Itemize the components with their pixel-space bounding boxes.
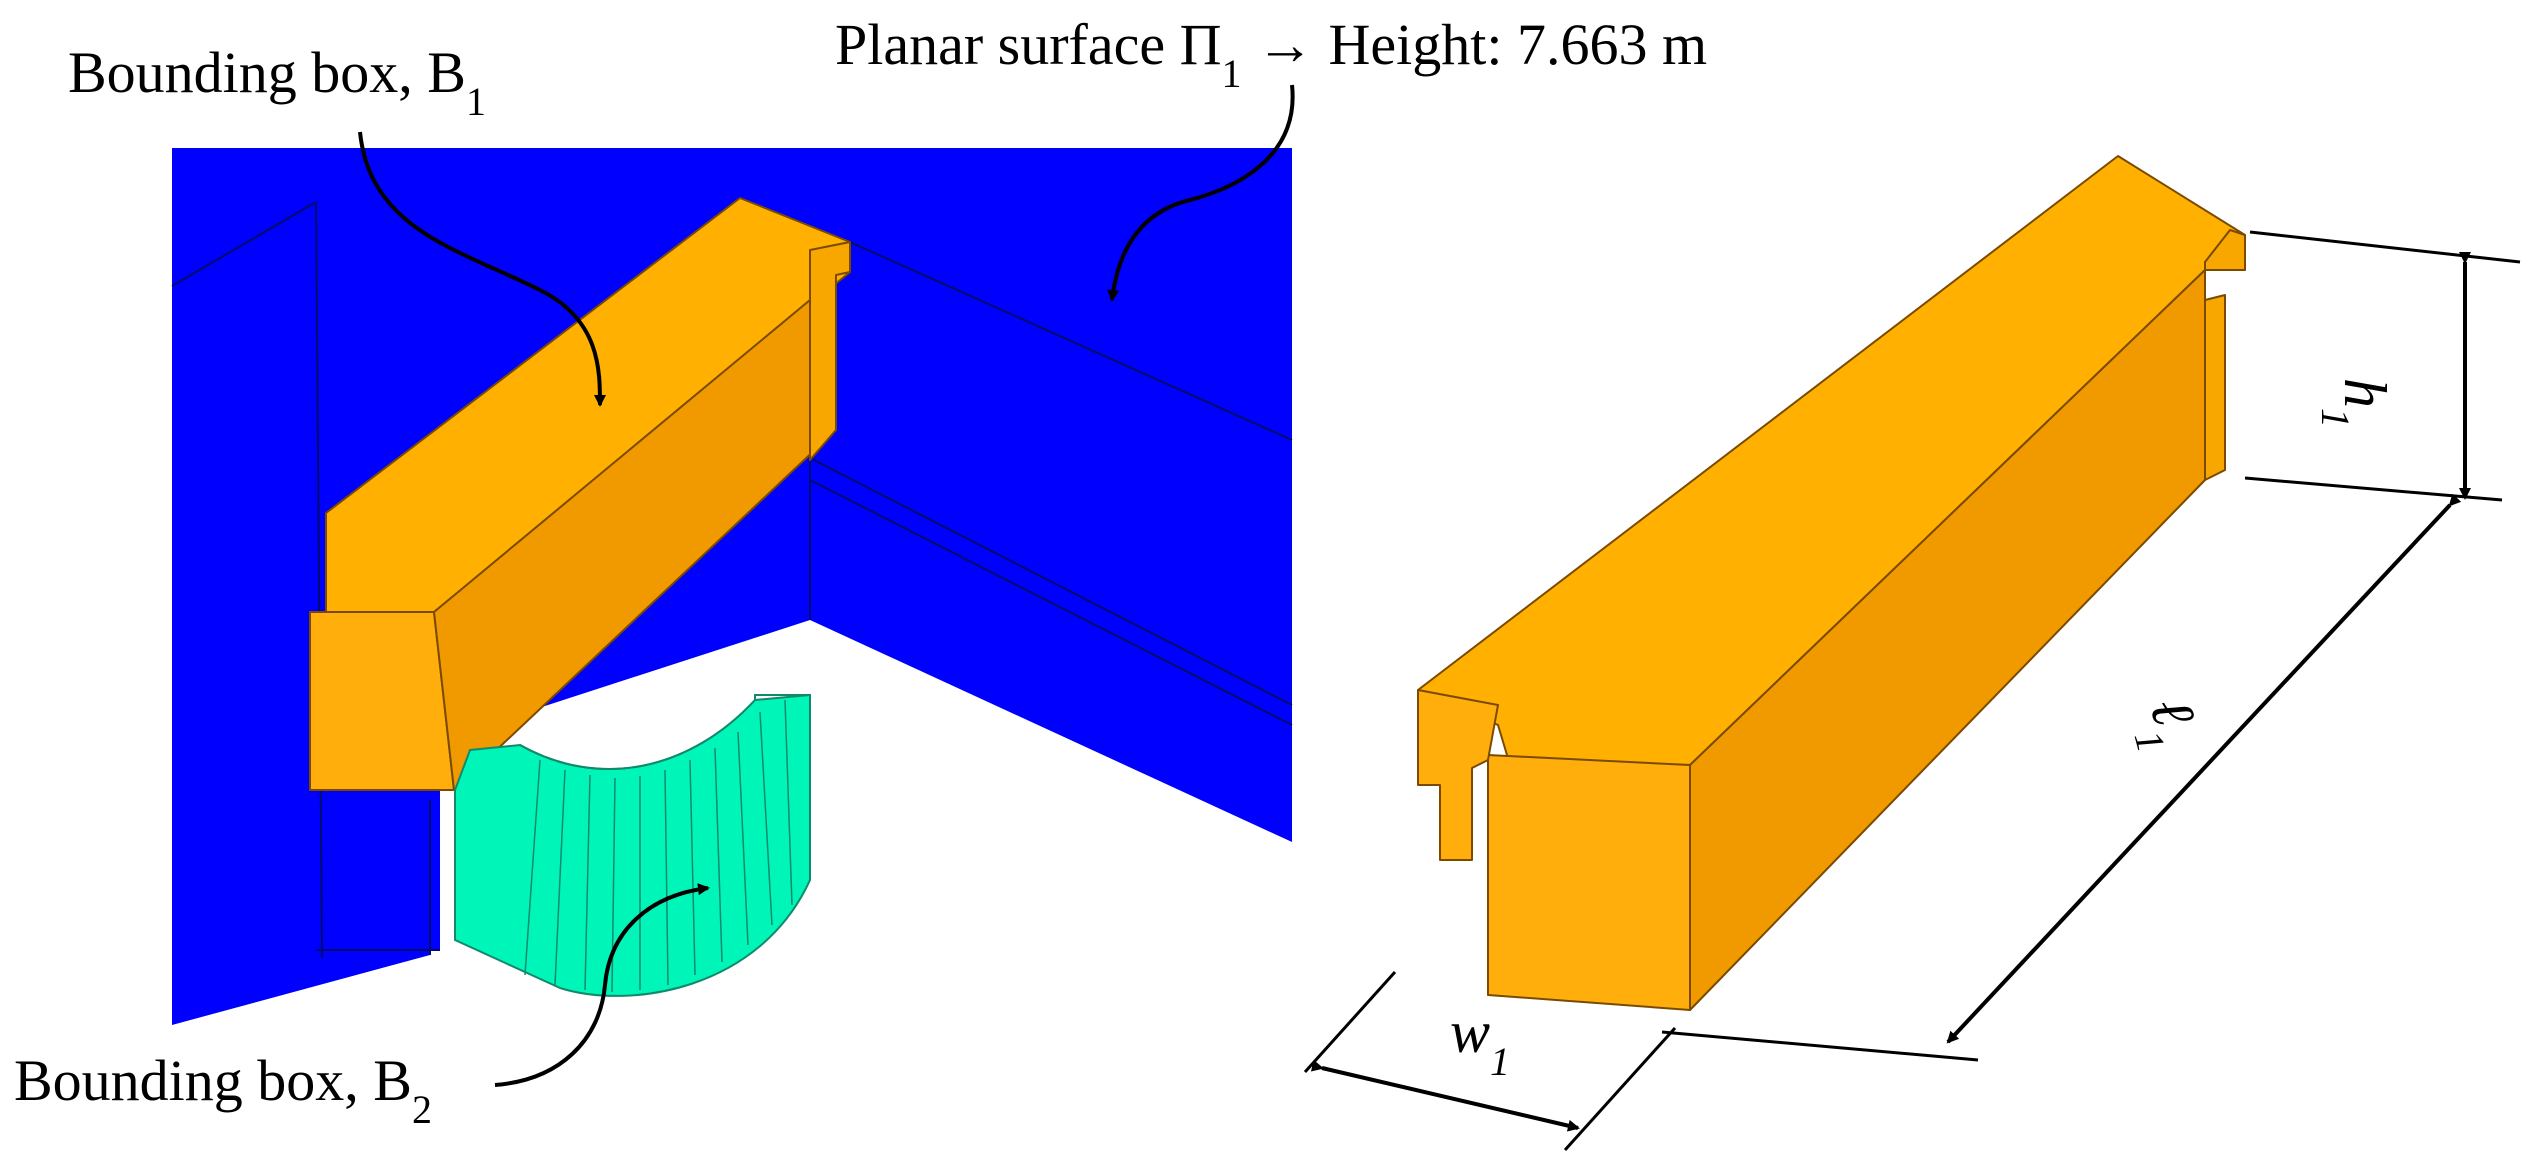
dimension-width: w1 [1303,970,1677,1152]
right-scene: h1 ℓ1 w1 [1303,155,2521,1152]
b2-cylinder-inner [519,694,811,880]
label-length: ℓ1 [2120,691,2213,756]
length-extension-bottom [1661,1030,1979,1062]
left-scene: Bounding box, B1 Planar surface Π1 → Hei… [14,12,1707,1132]
b1-end-cap [809,241,851,461]
wall-edge-2 [315,201,323,959]
b1-front-face [309,611,455,791]
length-dimension-line [1946,493,2462,1044]
wall-edge-3 [849,241,1293,441]
bounding-box-b1-shape [309,197,851,791]
label-width: w1 [1450,999,1510,1084]
label-bounding-box-b2: Bounding box, B2 [14,1048,432,1132]
width-dimension-line [1310,1059,1580,1132]
b2-cylinder-ridges [524,699,793,993]
wall-edge-1 [171,201,317,287]
arrow-planar-surface [1107,84,1295,302]
arrow-b1 [358,131,606,407]
beam-shape [1417,155,2246,1011]
bounding-box-b2-shape [454,693,811,997]
beam-front-step [1417,689,1499,861]
width-extension-left [1303,970,1397,1074]
label-height: h1 [2314,378,2399,428]
label-bounding-box-b1: Bounding box, B1 [68,40,486,124]
beam-front-face [1487,754,1691,1011]
wall-lower-left-face [172,800,430,1025]
wall-edge-5 [809,479,1293,726]
wall-edge-4 [809,457,1293,706]
dimension-height: h1 [2244,230,2521,502]
arrow-b2 [494,883,710,1087]
width-extension-right [1563,1026,1677,1152]
height-extension-top [2249,230,2521,264]
beam-end-cap [2204,229,2246,481]
label-planar-surface: Planar surface Π1 → Height: 7.663 m [835,12,1707,96]
